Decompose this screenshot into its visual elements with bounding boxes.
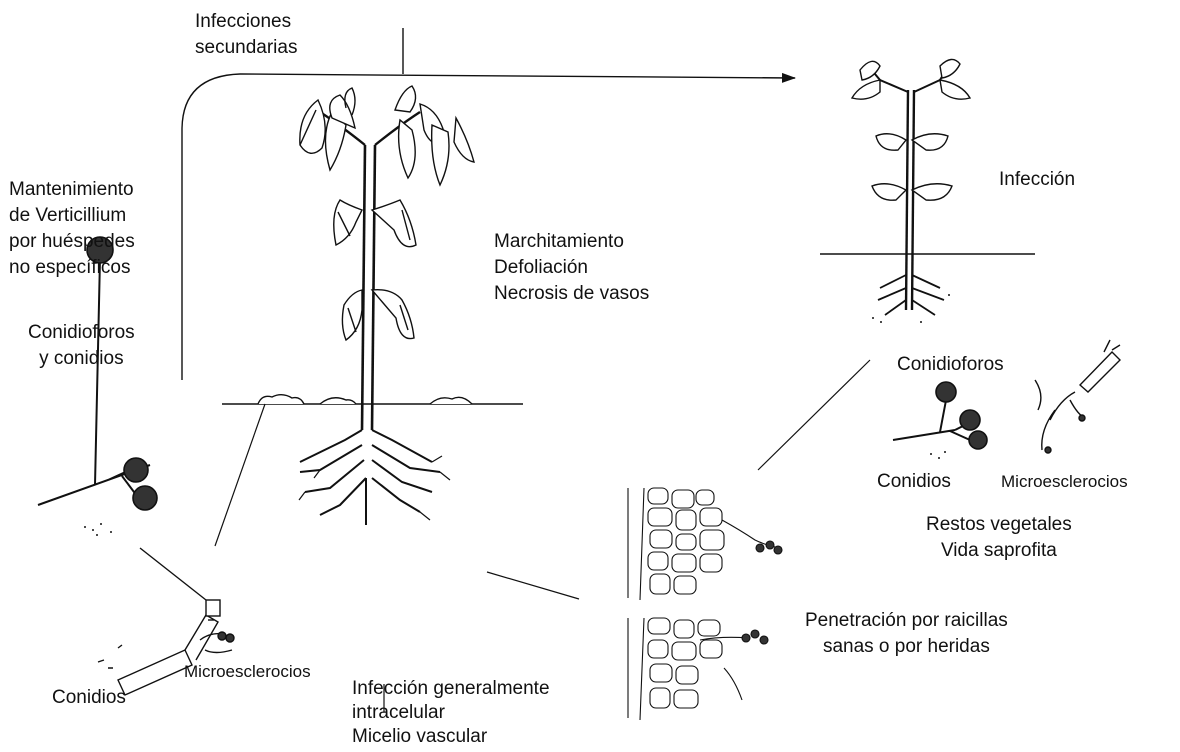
diseased-plant	[222, 86, 523, 525]
label-infection: Infección	[999, 167, 1075, 193]
label-intracellular: Infección generalmente intracelular Mice…	[352, 677, 550, 749]
conidiophores-right-illustration	[893, 382, 987, 458]
root-cross-section-lower	[628, 618, 768, 720]
label-conidia-right: Conidios	[877, 469, 951, 495]
label-maintenance: Mantenimiento de Verticillium por huéspe…	[9, 177, 135, 281]
label-secondary-infections: Infecciones secundarias	[195, 9, 297, 61]
secondary-infection-arrow	[182, 28, 795, 380]
label-microsclerotia-left: Microesclerocios	[184, 659, 311, 685]
microsclerotia-right-illustration	[1035, 340, 1120, 453]
label-penetration: Penetración por raicillas sanas o por he…	[805, 608, 1008, 660]
connector-lines	[215, 360, 870, 712]
label-microsclerotia-right: Microesclerocios	[1001, 469, 1128, 495]
label-symptoms: Marchitamiento Defoliación Necrosis de v…	[494, 229, 649, 307]
conidiophores-left-illustration	[38, 237, 157, 535]
label-conidia-left: Conidios	[52, 685, 126, 711]
label-conidiophores-right: Conidioforos	[897, 352, 1004, 378]
label-saprophytic: Restos vegetales Vida saprofita	[926, 512, 1072, 564]
label-conidiophores-left: Conidioforos y conidios	[28, 320, 135, 372]
root-cross-section-upper	[628, 488, 782, 600]
